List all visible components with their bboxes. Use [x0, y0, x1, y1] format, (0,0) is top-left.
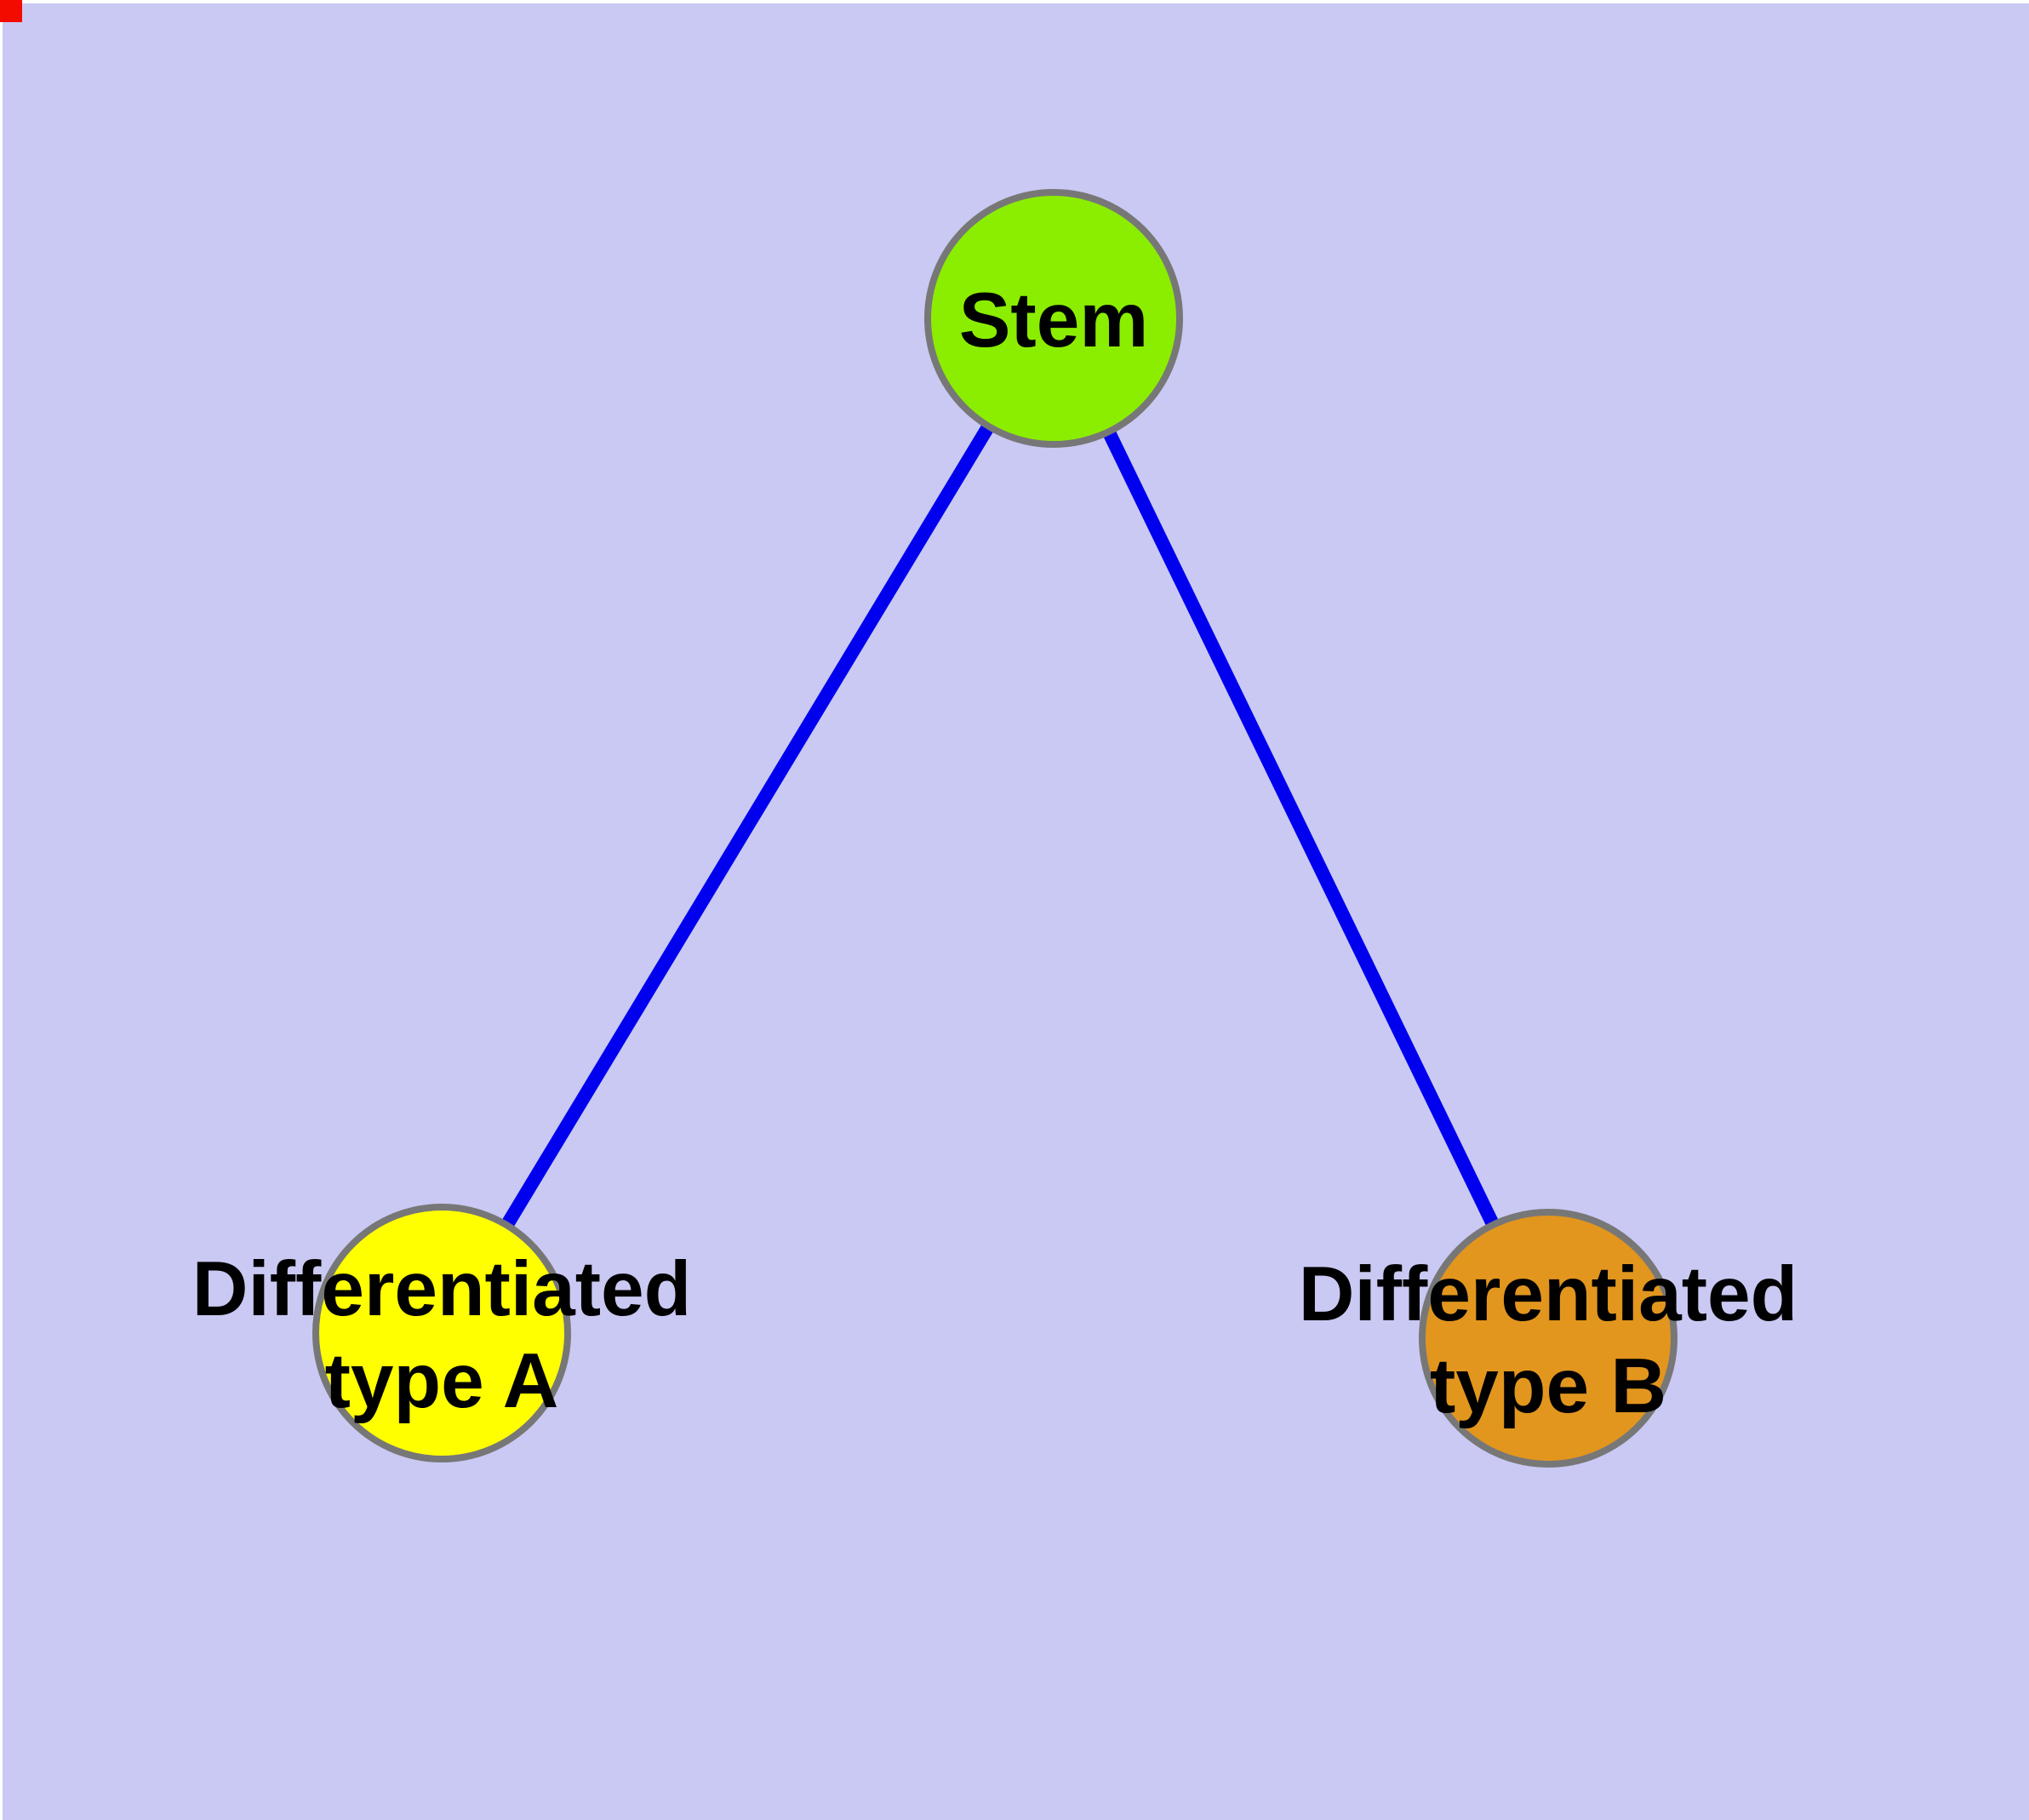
edge-stem-to-differentiated-type-a: [436, 314, 1060, 1337]
node-label-line: Stem: [959, 278, 1149, 363]
node-label-stem: Stem: [959, 278, 1149, 363]
node-label-line: type A: [325, 1338, 559, 1424]
edge-stem-to-differentiated-type-b: [1047, 315, 1555, 1342]
node-differentiated-type-a: [312, 1204, 571, 1462]
node-label-line: type B: [1430, 1343, 1666, 1429]
corner-marker: [0, 0, 22, 22]
node-label-line: Differentiated: [1299, 1251, 1798, 1337]
node-label-line: Differentiated: [192, 1246, 692, 1332]
node-differentiated-type-b: [1419, 1209, 1677, 1468]
node-stem: [924, 189, 1183, 448]
